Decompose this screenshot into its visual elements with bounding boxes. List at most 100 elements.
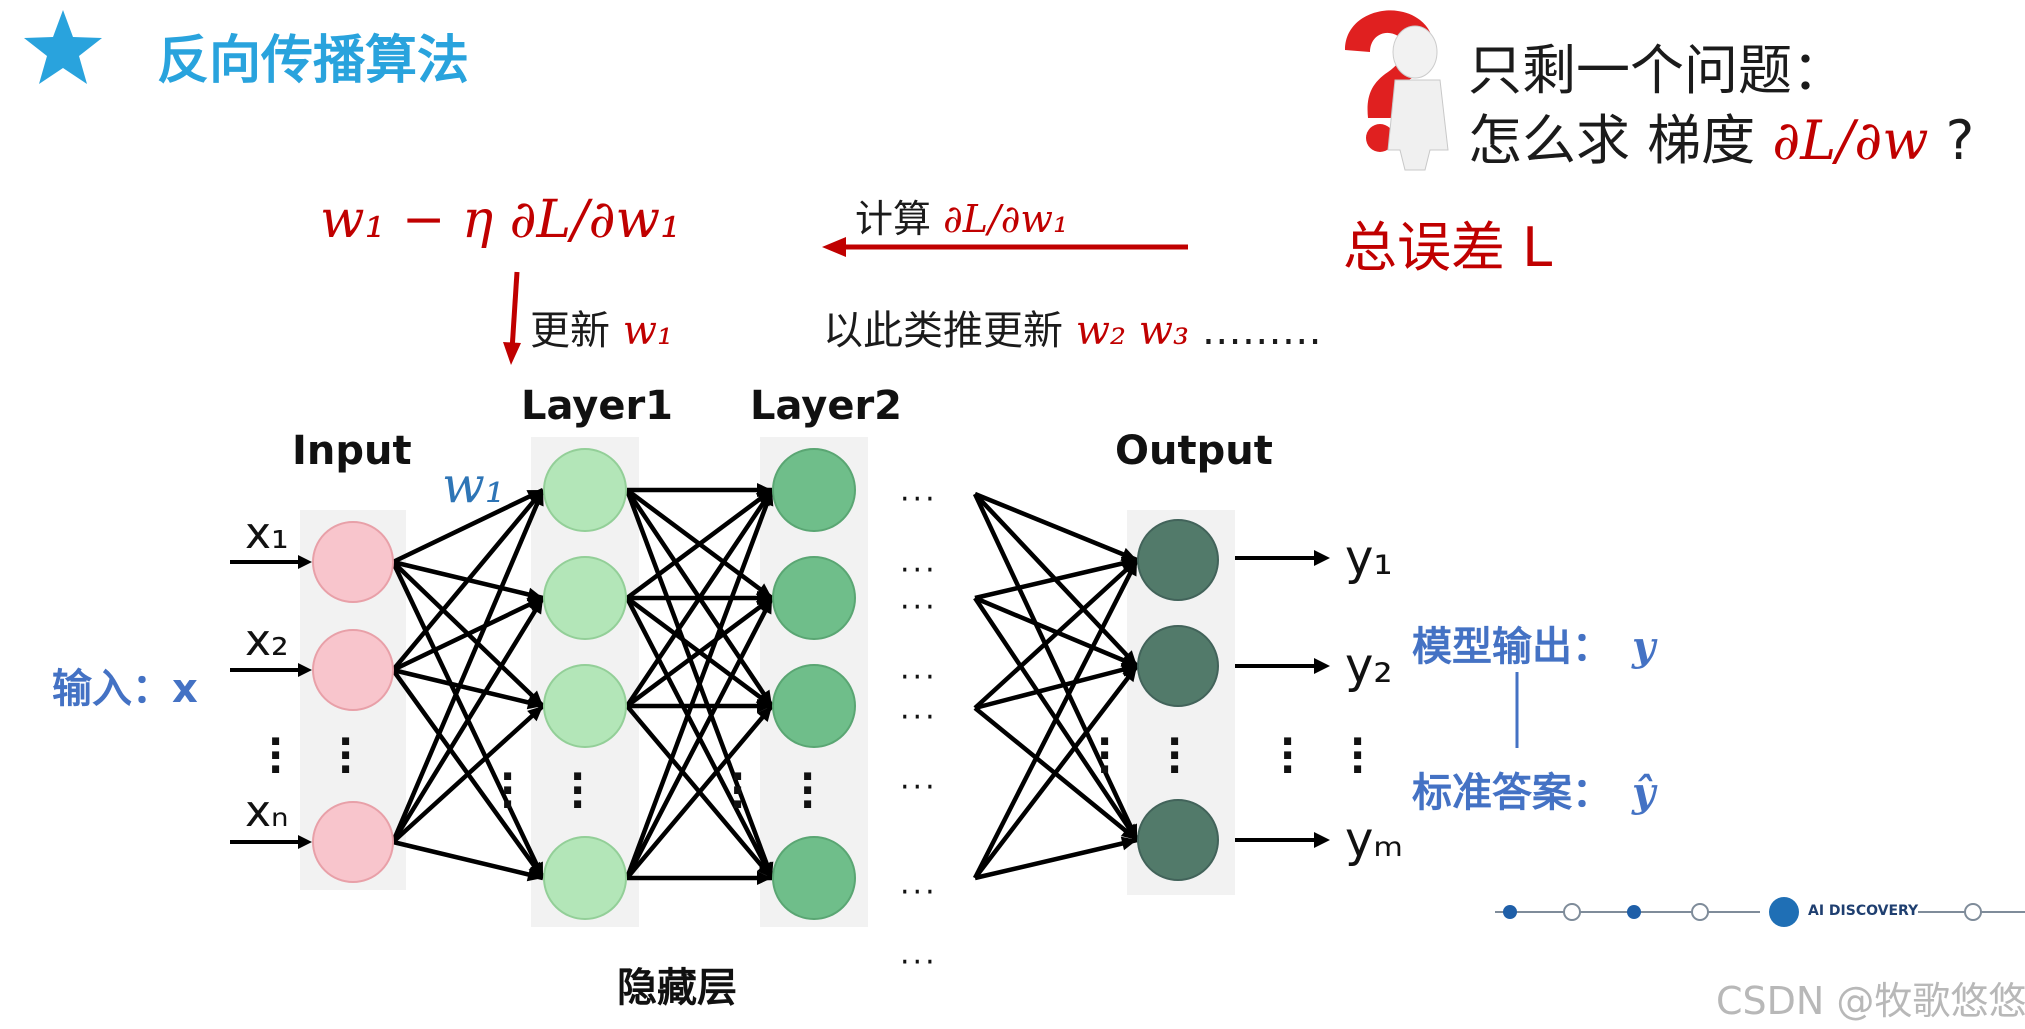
output-node-0 xyxy=(1137,519,1219,601)
layer1-layer2-edge-3-1 xyxy=(625,596,774,880)
ellipsis-2: ··· xyxy=(900,553,938,588)
layer1-layer2-edge-2-1 xyxy=(625,596,774,708)
vdots-edge2: ··· xyxy=(730,754,746,828)
layer2-label: Layer2 xyxy=(750,383,903,429)
input-layer1-arrowhead-1-2 xyxy=(526,695,543,710)
layer1-layer2-edge-2-0 xyxy=(625,488,774,708)
ellipsis-3: ··· xyxy=(900,590,938,625)
vdots-edge3: ··· xyxy=(1097,719,1113,793)
hidden-output-edge-2-1 xyxy=(974,663,1138,711)
update-text: 更新 xyxy=(530,308,623,354)
vdots-layer1: ··· xyxy=(570,754,586,828)
ellipsis-1: ··· xyxy=(900,482,938,517)
output-ym: yₘ xyxy=(1345,812,1404,868)
hidden-output-arrowhead-3-2 xyxy=(1120,836,1137,851)
input-arrowheads xyxy=(298,555,312,849)
input-node-2 xyxy=(312,801,394,883)
layer1-node-1 xyxy=(543,556,627,640)
vdots-input: ··· xyxy=(338,719,354,793)
hidden-output-edge-3-2 xyxy=(974,837,1138,881)
standard-answer-var: ŷ xyxy=(1632,769,1656,816)
hidden-layer-label: 隐藏层 xyxy=(617,965,737,1011)
hidden-output-arrowhead-3-0 xyxy=(1123,560,1137,577)
model-output-var: y xyxy=(1632,623,1656,670)
hidden-output-edge-2-0 xyxy=(973,558,1139,710)
input-layer1-arrowhead-2-3 xyxy=(526,867,543,882)
input-layer1-edge-2-3 xyxy=(392,839,544,881)
star-icon xyxy=(24,10,102,84)
ellipsis-5: ··· xyxy=(900,700,938,735)
question-text-2: 怎么求 梯度 xyxy=(1468,109,1773,172)
input-layer1-arrowhead-2-2 xyxy=(527,706,543,722)
layer2-node-1 xyxy=(772,556,856,640)
page-title: 反向传播算法 xyxy=(157,31,470,91)
input-layer1-edge-2-2 xyxy=(391,704,545,844)
question-line-2: 怎么求 梯度 ∂L/∂w ? xyxy=(1468,96,1974,175)
layer1-layer2-edge-3-2 xyxy=(625,704,774,880)
network-nodes xyxy=(312,448,1219,920)
input-text: 输入：x xyxy=(52,666,198,712)
compute-formula: ∂L/∂w₁ xyxy=(943,197,1069,241)
input-layer1-arrowhead-1-3 xyxy=(528,861,543,878)
input-layer1-edge-1-2 xyxy=(392,667,544,709)
layer1-layer2-edge-1-0 xyxy=(625,488,774,600)
gradient-formula: ∂L/∂w xyxy=(1772,109,1929,172)
output-node-1 xyxy=(1137,625,1219,707)
vdots-y: ··· xyxy=(1350,719,1366,793)
layer1-layer2-arrowhead-3-2 xyxy=(756,706,772,722)
layer1-node-0 xyxy=(543,448,627,532)
question-mark-text: ? xyxy=(1928,109,1975,172)
layer1-layer2-arrowhead-3-0 xyxy=(760,490,774,507)
ellipsis-7: ··· xyxy=(900,875,938,910)
ellipsis-8: ··· xyxy=(900,945,938,980)
total-error-label: 总误差 L xyxy=(1343,216,1553,279)
analogy-label: 以此类推更新 w₂ w₃ ……… xyxy=(823,298,1322,356)
vdots-layer2: ··· xyxy=(800,754,816,828)
question-text-1: 只剩一个问题： xyxy=(1468,39,1846,102)
output-arrowheads xyxy=(1314,550,1330,848)
layer1-label: Layer1 xyxy=(521,383,674,429)
input-layer1-arrowhead-0-2 xyxy=(527,690,543,706)
update-var: w₁ xyxy=(622,308,673,354)
update-arrow xyxy=(503,271,521,365)
update-label: 更新 w₁ xyxy=(530,298,673,356)
standard-answer-label: 标准答案： ŷ xyxy=(1412,760,1655,818)
question-line-1: 只剩一个问题： xyxy=(1468,26,1846,105)
hidden-output-edge-0-2 xyxy=(972,493,1140,841)
layer1-layer2-arrowhead-2-3 xyxy=(756,862,772,878)
update-formula: w₁ − η ∂L/∂w₁ xyxy=(320,190,681,250)
edge-arrowheads xyxy=(526,483,1137,885)
input-layer1-arrowhead-2-1 xyxy=(529,598,543,615)
input-layer1-edge-1-1 xyxy=(392,595,544,673)
hidden-output-edge-0-0 xyxy=(974,491,1138,563)
analogy-vars: w₂ w₃ xyxy=(1075,308,1189,354)
brand-label: AI DISCOVERY xyxy=(1808,903,1919,919)
layer1-node-2 xyxy=(543,664,627,748)
hidden-output-arrowhead-3-1 xyxy=(1122,666,1137,683)
input-x2: x₂ xyxy=(245,615,289,666)
input-layer1-edge-1-0 xyxy=(391,488,545,672)
layer2-node-0 xyxy=(772,448,856,532)
ellipsis-6: ··· xyxy=(900,770,938,805)
output-node-2 xyxy=(1137,799,1219,881)
ellipsis-4: ··· xyxy=(900,660,938,695)
output-y1: y₁ xyxy=(1345,530,1393,586)
layer1-layer2-edge-3-0 xyxy=(624,489,775,879)
layer1-layer2-arrowhead-3-3 xyxy=(757,871,772,885)
analogy-text: 以此类推更新 xyxy=(823,308,1076,354)
footer-timeline xyxy=(1495,897,2025,927)
vdots-edge1: ··· xyxy=(500,754,516,828)
input-layer1-arrowhead-2-0 xyxy=(530,490,544,507)
layer2-node-2 xyxy=(772,664,856,748)
input-x1: x₁ xyxy=(245,508,289,559)
question-figure-icon xyxy=(1345,10,1449,171)
output-arrows xyxy=(1235,556,1315,842)
compute-text: 计算 xyxy=(855,197,944,241)
output-y2: y₂ xyxy=(1345,638,1393,694)
weight-label: w₁ xyxy=(442,456,505,514)
hidden-output-edge-3-1 xyxy=(973,664,1139,880)
model-output-text: 模型输出： xyxy=(1412,624,1612,670)
standard-answer-text: 标准答案： xyxy=(1412,770,1612,816)
output-layer-label: Output xyxy=(1115,428,1273,474)
